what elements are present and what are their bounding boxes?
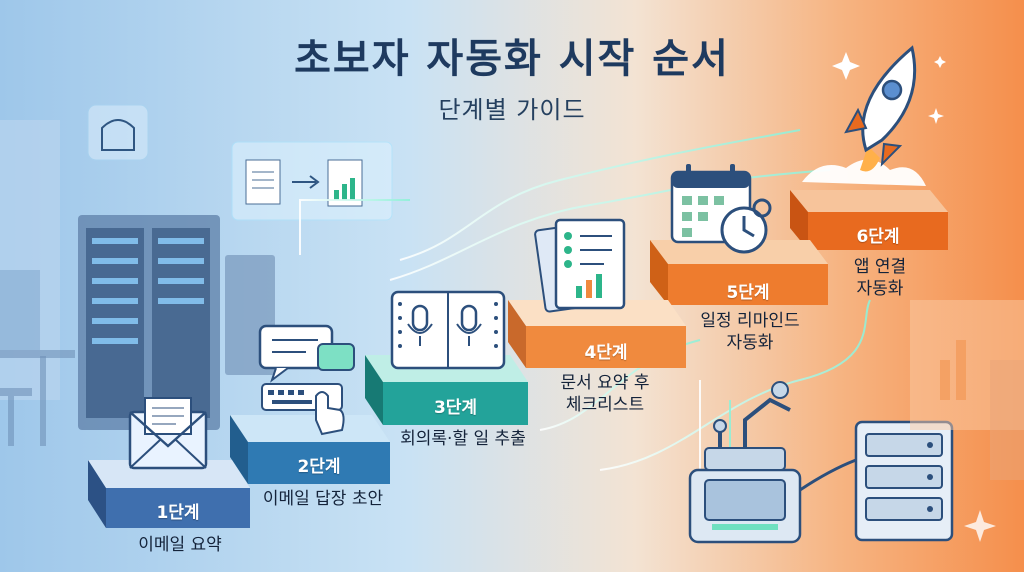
document-checklist-icon — [534, 218, 626, 313]
step-2-number: 2단계 — [297, 457, 341, 477]
step-6-number: 6단계 — [856, 227, 900, 247]
rocket-icon — [802, 45, 946, 186]
mail-icon — [128, 397, 208, 470]
server-rack-icon — [78, 215, 275, 430]
step-1-number: 1단계 — [156, 503, 200, 523]
step-4-desc: 문서 요약 후 체크리스트 — [560, 373, 650, 415]
document-to-chart-icon — [231, 141, 393, 221]
step-4-block — [508, 300, 686, 368]
step-6-desc: 앱 연결 자동화 — [853, 257, 907, 299]
step-2-desc: 이메일 답장 초안 — [262, 489, 384, 509]
step-2-block — [230, 415, 390, 484]
chat-keyboard-icon — [258, 324, 355, 436]
step-3-desc: 회의록·할 일 추출 — [400, 429, 526, 449]
calendar-clock-icon — [670, 164, 772, 254]
robot-machine-icon — [688, 381, 802, 544]
page-title: 초보자 자동화 시작 순서 — [294, 36, 730, 82]
step-4-number: 4단계 — [584, 343, 628, 363]
page-subtitle: 단계별 가이드 — [438, 96, 586, 124]
window-chart-background — [910, 300, 1024, 480]
server-rack-right-icon — [799, 420, 954, 542]
step-5-desc: 일정 리마인드 자동화 — [700, 311, 800, 353]
sparkle-icon — [964, 510, 996, 542]
step-6-block — [790, 190, 948, 250]
office-background — [0, 120, 75, 446]
step-1-block — [88, 460, 250, 528]
step-5-block — [650, 240, 828, 305]
notebook-mic-icon — [390, 290, 506, 370]
step-5-number: 5단계 — [726, 283, 770, 303]
cloud-lock-icon — [87, 104, 149, 161]
step-1-desc: 이메일 요약 — [138, 535, 222, 555]
step-3-number: 3단계 — [433, 398, 478, 418]
staircase — [88, 190, 948, 528]
